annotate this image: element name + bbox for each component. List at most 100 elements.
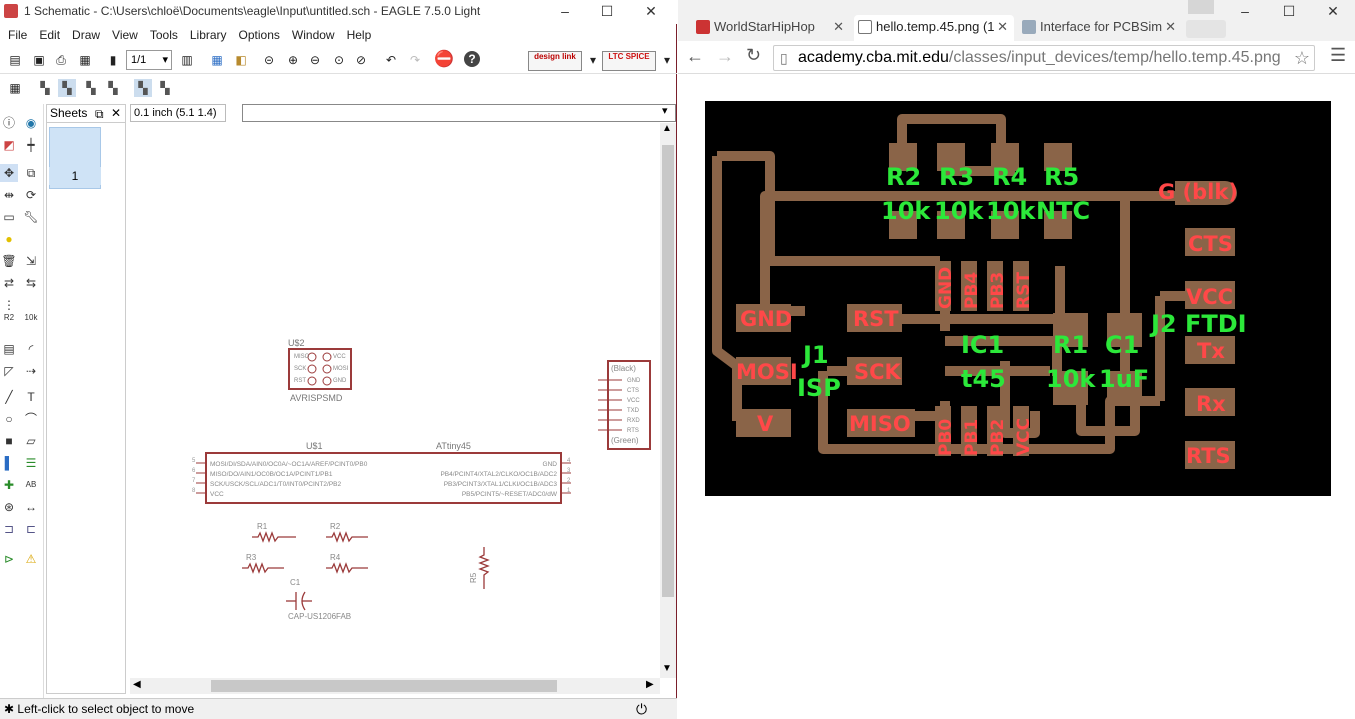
page-info-icon[interactable]: ▯ [780,50,788,66]
design-link-button[interactable]: design link [528,51,582,71]
new-tab-button[interactable] [1186,20,1226,38]
add-icon[interactable]: ⇲ [25,254,37,268]
scroll-left-icon[interactable]: ◀ [133,679,141,690]
url-bar[interactable]: ▯ academy.cba.mit.edu/classes/input_devi… [773,45,1315,71]
junction-icon[interactable]: ✚ [3,478,15,492]
layout-icon[interactable]: ▚ [108,81,118,95]
maximize-button[interactable]: ☐ [600,3,614,19]
menu-view[interactable]: View [112,28,138,42]
help-icon[interactable]: ? [464,51,480,67]
close-button[interactable]: ✕ [1327,3,1339,19]
smash-icon[interactable]: ▤ [3,342,15,356]
erc-icon[interactable]: ⊳ [3,552,15,566]
polygon-icon[interactable]: ▱ [26,434,36,448]
redo-icon[interactable]: ↷ [409,53,421,67]
minimize-button[interactable]: – [1241,3,1249,19]
menu-edit[interactable]: Edit [39,28,61,42]
wire-icon[interactable]: ╱ [5,390,13,404]
pinswap-icon[interactable]: ⇄ [3,276,15,290]
reload-icon[interactable]: ↻ [746,45,762,65]
copy-icon[interactable]: ⧉ [26,166,36,180]
undo-icon[interactable]: ↶ [385,53,397,67]
close-tab-icon[interactable]: ✕ [997,19,1008,34]
ulp-icon[interactable]: ◧ [235,53,247,67]
ltc-spice-button[interactable]: LTC SPICE [602,51,656,71]
replace-icon[interactable]: ⇆ [25,276,37,290]
menu-draw[interactable]: Draw [72,28,101,42]
u1-symbol[interactable] [205,452,562,504]
menu-window[interactable]: Window [291,28,335,42]
scroll-thumb[interactable] [662,145,674,597]
layout-icon[interactable]: ▚ [160,81,170,95]
rotate-icon[interactable]: ⟳ [25,188,37,202]
dimension-icon[interactable]: ↔ [25,500,37,514]
save-icon[interactable]: ▣ [33,53,45,67]
change-icon[interactable]: 🔧︎ [23,210,39,224]
display-icon[interactable]: ◩ [3,138,15,152]
rect-icon[interactable]: ■ [5,434,13,448]
board-icon[interactable]: ▥ [181,53,193,67]
layout-icon[interactable]: ▚ [40,81,50,95]
ftdi-symbol[interactable] [607,360,651,450]
menu-options[interactable]: Options [238,28,280,42]
miter-icon[interactable]: ◜ [28,342,34,356]
command-line-input[interactable] [242,104,676,122]
invoke-icon[interactable]: ⇢ [25,364,37,378]
u2-symbol[interactable] [288,348,352,390]
chevron-down-icon[interactable]: ▾ [589,53,597,67]
label-icon[interactable]: AB [25,480,37,489]
close-tab-icon[interactable]: ✕ [1165,19,1176,34]
arc-icon[interactable]: ⌒ [24,412,37,426]
menu-help[interactable]: Help [346,28,372,42]
horizontal-scrollbar[interactable]: ◀ ▶ [130,678,660,694]
menu-icon[interactable]: ☰ [1330,45,1347,65]
layout-icon[interactable]: ▚ [86,81,96,95]
scroll-thumb[interactable] [211,680,557,692]
float-icon[interactable]: ⧉ [95,107,104,121]
tab-hello-png[interactable]: hello.temp.45.png (1 ✕ [854,15,1014,41]
zoom-out-icon[interactable]: ⊖ [309,53,321,67]
menu-file[interactable]: File [8,28,28,42]
attribute-icon[interactable]: ⊛ [3,500,15,514]
forward-icon[interactable]: → [716,46,734,66]
cam-icon[interactable]: ▦ [79,53,91,67]
module-icon[interactable]: ⊏ [25,522,37,536]
chevron-down-icon[interactable]: ▾ [662,105,668,117]
layout-icon[interactable]: ▚ [134,79,152,97]
delete-icon[interactable]: 🗑︎ [1,254,17,268]
scroll-up-icon[interactable]: ▲ [662,123,672,134]
tab-worldstarhiphop[interactable]: WorldStarHipHop ✕ [692,15,850,41]
resistor-r1[interactable] [252,531,296,543]
resistor-r4[interactable] [326,562,368,574]
name-icon[interactable]: R2 [0,314,18,332]
sheet-number[interactable]: 1 [49,167,101,185]
text-icon[interactable]: T [27,390,35,404]
resistor-r3[interactable] [242,562,284,574]
net-icon[interactable]: ☰ [25,456,37,470]
group-icon[interactable]: ▭ [3,210,15,224]
vertical-scrollbar[interactable]: ▲ ▼ [660,123,676,678]
warning-icon[interactable]: ⚠ [25,552,37,566]
back-icon[interactable]: ← [686,46,704,66]
sheet-select[interactable]: 1/1▾ [126,50,172,70]
split-icon[interactable]: ◸ [4,364,14,378]
close-tab-icon[interactable]: ✕ [833,19,844,34]
schematic-canvas[interactable]: U$2 MISO SCK RST VCC MOSI GND AVRISPSMD … [130,123,660,678]
profile-icon[interactable] [1188,0,1214,14]
value-icon[interactable]: 10k [22,314,40,332]
circle-icon[interactable]: ○ [5,412,13,426]
frame-icon[interactable]: ⊐ [3,522,15,536]
print-icon[interactable]: ⎙ [56,53,66,67]
chevron-down-icon[interactable]: ▾ [663,53,671,67]
open-icon[interactable]: ▤ [9,53,21,67]
tab-interface-pcbsim[interactable]: Interface for PCBSim ✕ [1018,15,1182,41]
menu-library[interactable]: Library [189,28,227,42]
scroll-right-icon[interactable]: ▶ [646,679,654,690]
mark-icon[interactable]: ┿ [27,138,35,152]
scroll-down-icon[interactable]: ▼ [662,663,672,674]
menu-tools[interactable]: Tools [149,28,178,42]
stop-icon[interactable]: ⏻ [636,701,648,717]
gateswap-icon[interactable]: ⋮ [3,298,15,312]
bus-icon[interactable]: ▌ [4,456,14,470]
bookmark-star-icon[interactable]: ☆ [1293,48,1310,68]
